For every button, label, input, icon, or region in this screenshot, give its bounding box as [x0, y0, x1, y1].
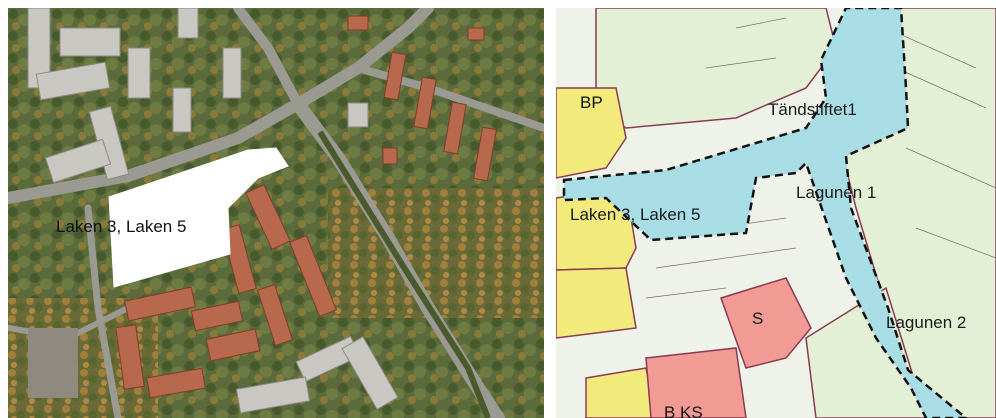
zone-code-bks: B KS	[664, 403, 703, 418]
laken-label-aerial: Laken 3, Laken 5	[56, 217, 187, 236]
aerial-photo	[8, 8, 544, 418]
tandstiftet-label: Tändstiftet1	[768, 100, 857, 119]
laken-parcel-outline	[108, 147, 289, 288]
public-service-zones	[645, 277, 812, 418]
lagunen1-label: Lagunen 1	[796, 183, 877, 202]
tree-row	[317, 130, 491, 418]
construction-site	[28, 328, 78, 398]
plan-area-boundary	[562, 8, 968, 418]
zone-code-s: S	[752, 309, 764, 328]
laken-label-zoning: Laken 3, Laken 5	[570, 205, 701, 224]
zone-code-bp: BP	[580, 93, 603, 112]
aerial-map: Laken 3, Laken 5	[8, 8, 544, 418]
vegetation-east	[328, 188, 544, 318]
buildings-grey	[27, 8, 399, 414]
zoning-plan	[556, 8, 996, 418]
lagunen2-label: Lagunen 2	[886, 313, 967, 332]
buildings-red-roof	[115, 15, 497, 399]
zoning-map: BP S B KS Tändstiftet1 Laken 3, Laken 5 …	[556, 8, 996, 418]
